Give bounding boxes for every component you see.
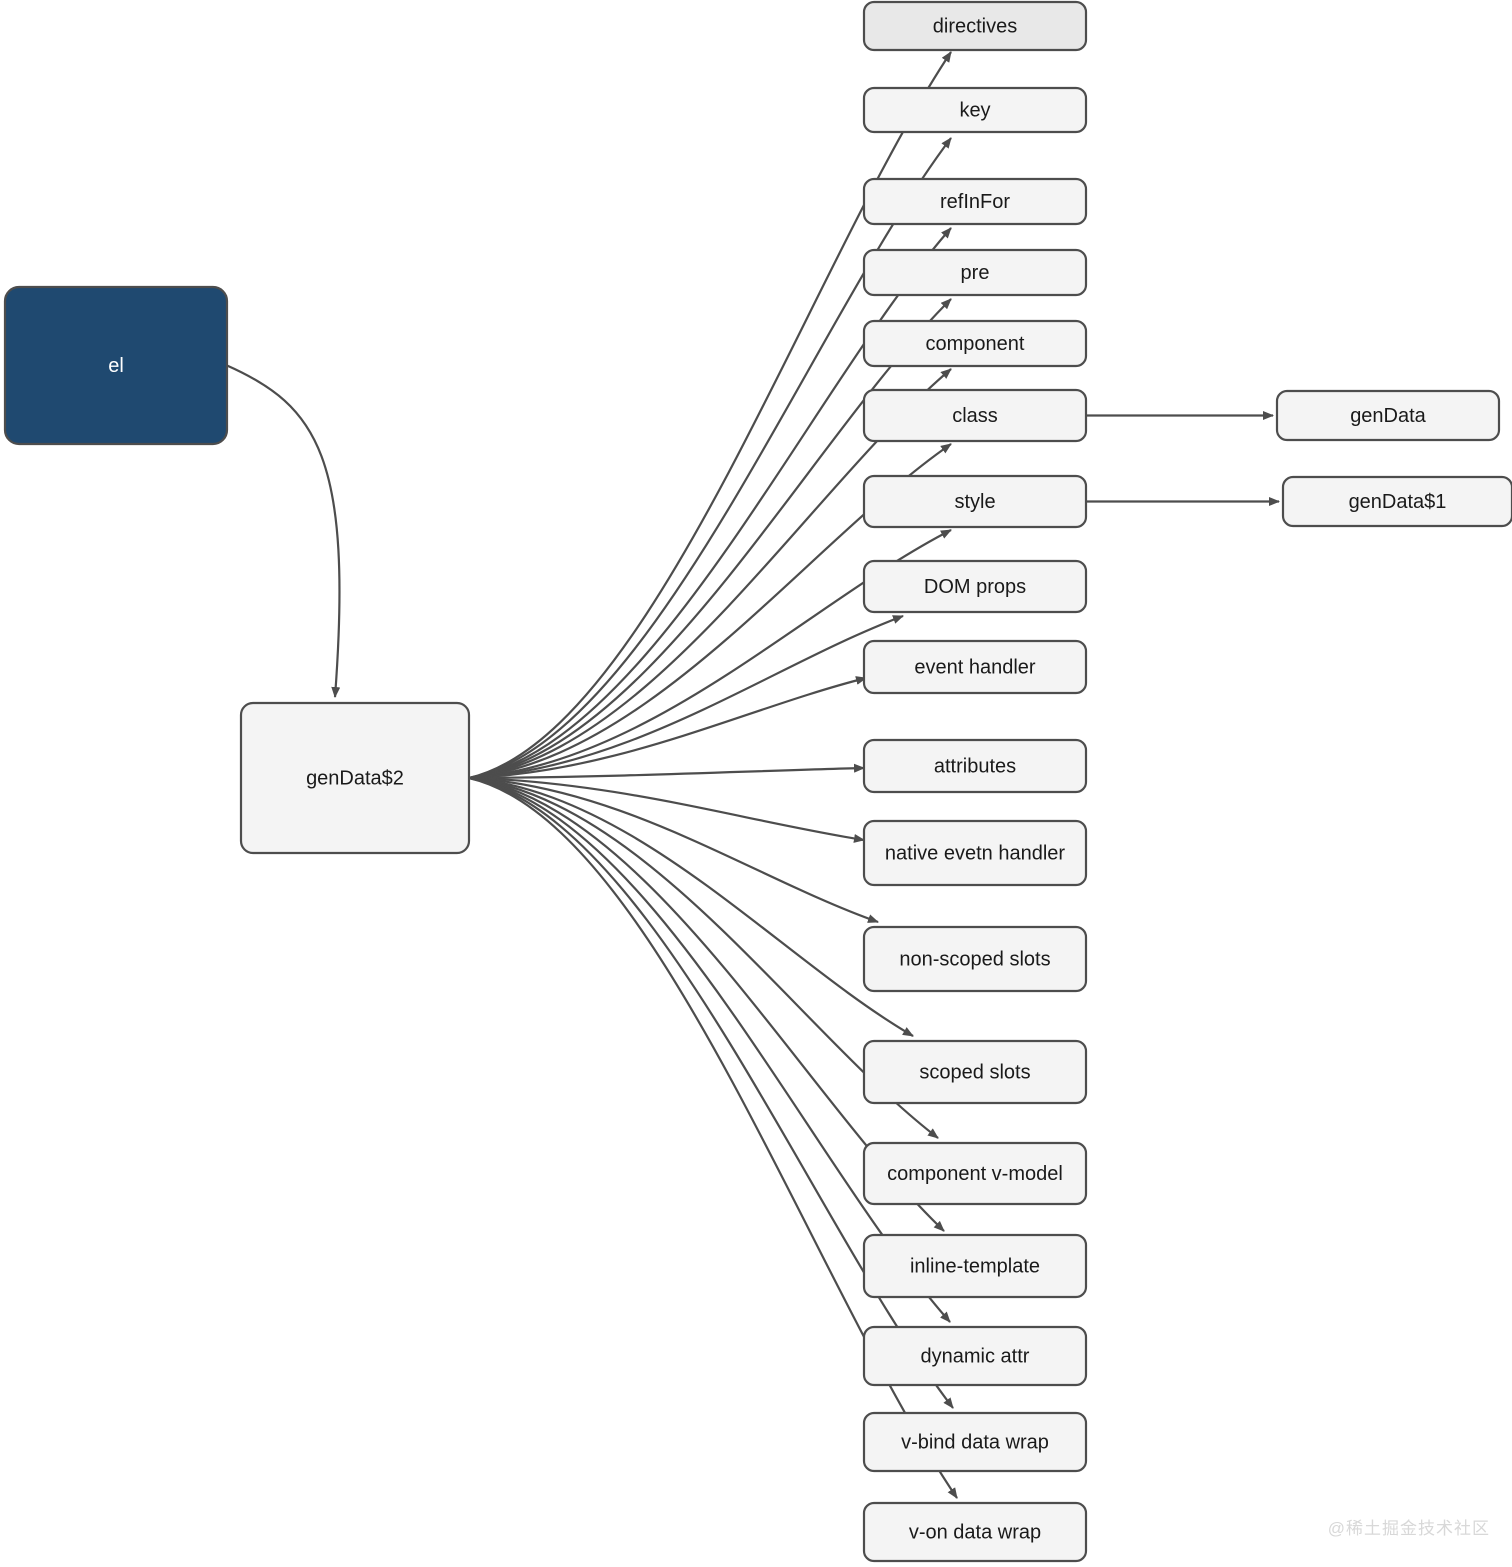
node-box-eventhandler[interactable] xyxy=(862,639,1088,695)
node-box-vbindwrap[interactable] xyxy=(862,1411,1088,1473)
node-scopedslots[interactable]: scoped slots xyxy=(862,1039,1088,1105)
node-box-vonwrap[interactable] xyxy=(862,1501,1088,1563)
node-box-dynamicattr[interactable] xyxy=(862,1325,1088,1387)
node-box-nonscoped[interactable] xyxy=(862,925,1088,993)
node-box-attributes[interactable] xyxy=(862,738,1088,794)
node-box-componentvm[interactable] xyxy=(862,1141,1088,1206)
node-eventhandler[interactable]: event handler xyxy=(862,639,1088,695)
node-el[interactable]: el xyxy=(3,285,229,446)
watermark: @稀土掘金技术社区 xyxy=(1327,1519,1490,1538)
node-box-class[interactable] xyxy=(862,388,1088,443)
node-genData1[interactable]: genData$1 xyxy=(1281,475,1512,528)
edge-genData2-to-directives xyxy=(468,51,952,780)
node-box-scopedslots[interactable] xyxy=(862,1039,1088,1105)
edge-genData2-to-nonscoped xyxy=(468,776,879,924)
node-box-nativeevent[interactable] xyxy=(862,819,1088,887)
node-inlinetmpl[interactable]: inline-template xyxy=(862,1233,1088,1299)
node-box-genData1[interactable] xyxy=(1281,475,1512,528)
node-componentvm[interactable]: component v-model xyxy=(862,1141,1088,1206)
node-class[interactable]: class xyxy=(862,388,1088,443)
node-box-style[interactable] xyxy=(862,474,1088,529)
node-vonwrap[interactable]: v-on data wrap xyxy=(862,1501,1088,1563)
node-genData[interactable]: genData xyxy=(1275,389,1501,442)
edge-genData2-to-key xyxy=(468,137,952,780)
edge-genData2-to-domprops xyxy=(468,614,904,780)
node-box-pre[interactable] xyxy=(862,248,1088,297)
edge-genData2-to-pre xyxy=(468,298,952,780)
node-attributes[interactable]: attributes xyxy=(862,738,1088,794)
node-box-component[interactable] xyxy=(862,319,1088,368)
edge-genData2-to-attributes xyxy=(468,763,865,780)
edge-genData2-to-vbindwrap xyxy=(468,776,954,1409)
node-component[interactable]: component xyxy=(862,319,1088,368)
edge-genData2-to-nativeevent xyxy=(468,776,865,843)
node-style[interactable]: style xyxy=(862,474,1088,529)
node-box-key[interactable] xyxy=(862,86,1088,134)
edge-layer xyxy=(226,51,1280,1499)
node-dynamicattr[interactable]: dynamic attr xyxy=(862,1325,1088,1387)
node-directives[interactable]: directives xyxy=(862,0,1088,52)
node-pre[interactable]: pre xyxy=(862,248,1088,297)
node-layer: el genData$2 directives key refInFor pre compo… xyxy=(3,0,1512,1563)
edge-genData2-to-eventhandler xyxy=(468,676,867,780)
node-box-inlinetmpl[interactable] xyxy=(862,1233,1088,1299)
edge-genData2-to-refInFor xyxy=(468,227,952,780)
node-nonscoped[interactable]: non-scoped slots xyxy=(862,925,1088,993)
node-box-directives[interactable] xyxy=(862,0,1088,52)
edge-el-to-genData2 xyxy=(226,364,341,698)
node-domprops[interactable]: DOM props xyxy=(862,559,1088,614)
node-box-genData2[interactable] xyxy=(239,701,471,855)
node-vbindwrap[interactable]: v-bind data wrap xyxy=(862,1411,1088,1473)
node-box-refInFor[interactable] xyxy=(862,177,1088,226)
node-genData2[interactable]: genData$2 xyxy=(239,701,471,855)
node-nativeevent[interactable]: native evetn handler xyxy=(862,819,1088,887)
edge-genData2-to-vonwrap xyxy=(468,776,958,1499)
node-box-el[interactable] xyxy=(3,285,229,446)
node-box-genData[interactable] xyxy=(1275,389,1501,442)
node-box-domprops[interactable] xyxy=(862,559,1088,614)
node-refInFor[interactable]: refInFor xyxy=(862,177,1088,226)
edge-genData2-to-scopedslots xyxy=(468,776,914,1037)
node-key[interactable]: key xyxy=(862,86,1088,134)
